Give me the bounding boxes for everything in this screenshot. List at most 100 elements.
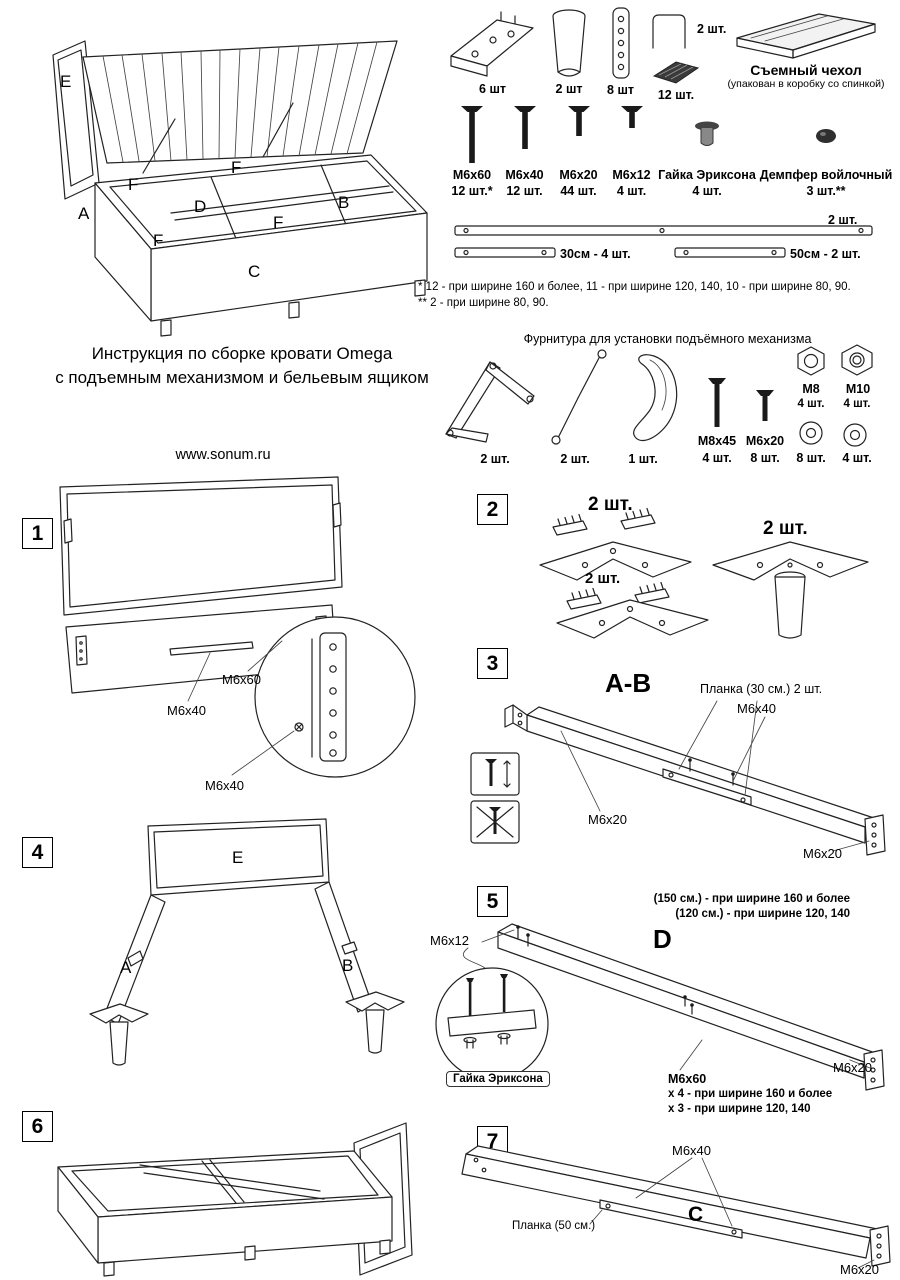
step-2-qty-right: 2 шт. xyxy=(763,518,808,539)
cover-icon xyxy=(736,13,876,59)
strips-drawing xyxy=(454,225,873,258)
bolt-m6x20-icon xyxy=(567,106,590,136)
lift-mechanism-icon xyxy=(445,361,535,443)
nut-m10-label: M10 xyxy=(845,382,871,396)
bolt-m6x12-part: M6x12 4 шт. xyxy=(604,104,659,198)
bolt-m8x45-label: M8x45 xyxy=(697,434,737,448)
strip-30-label: 30см - 4 шт. xyxy=(560,247,631,261)
handle-qty: 2 шт. xyxy=(697,22,727,36)
step-5-label-m6x12: M6x12 xyxy=(430,933,470,948)
bed-isometric-drawing: E F F A D B F F C xyxy=(52,40,428,337)
do-not-fully-tighten-icon xyxy=(470,800,520,844)
step-2-number: 2 xyxy=(477,494,508,525)
step-4-number: 4 xyxy=(22,837,53,868)
damper-part: 12 шт. xyxy=(648,56,704,102)
step-5-number: 5 xyxy=(477,886,508,917)
corner-plate-icon xyxy=(556,599,709,639)
headboard-panel-drawing xyxy=(59,476,343,616)
bolt-m6x60-part: M6x60 12 шт.* xyxy=(443,104,501,198)
bed-label-f1: F xyxy=(128,175,138,194)
leg-part: 2 шт xyxy=(543,8,595,96)
step-6-drawing xyxy=(57,1122,413,1277)
strap-icon xyxy=(633,354,678,442)
step-7-label-m6x20: M6x20 xyxy=(840,1262,880,1277)
leg-icon xyxy=(552,9,586,77)
cover-note: (упакован в коробку со спинкой) xyxy=(727,78,885,90)
erikson-nut-qty: 4 шт. xyxy=(692,184,722,198)
step-3-heading: A-B xyxy=(605,668,652,698)
bolt-m6x12-label: M6x12 xyxy=(612,168,651,182)
page-title-line2: с подъемным механизмом и бельевым ящиком xyxy=(55,367,429,387)
strip-long-qty: 2 шт. xyxy=(828,213,858,227)
bolt-m6x12-qty: 4 шт. xyxy=(616,184,647,198)
step-7-drawing xyxy=(461,1145,891,1269)
corner-bracket-qty: 6 шт xyxy=(479,82,506,96)
magnifier-callout xyxy=(254,616,416,778)
partial-tighten-icon xyxy=(470,752,520,796)
step-3-label-m6x40: M6x40 xyxy=(737,701,777,716)
damper-qty: 12 шт. xyxy=(657,88,695,102)
bed-label-f4: F xyxy=(153,231,163,250)
stud-plate-icon xyxy=(566,587,602,610)
gas-strut-qty: 2 шт. xyxy=(560,452,590,466)
felt-damper-icon xyxy=(816,129,836,143)
plate-part: 8 шт xyxy=(598,5,643,97)
bolt-m6x60-icon xyxy=(461,106,483,163)
step-3-number: 3 xyxy=(477,648,508,679)
step-4-label-a: A xyxy=(120,958,132,977)
corner-plate-with-leg-icon xyxy=(712,541,869,639)
bed-label-e: E xyxy=(60,72,71,91)
strip-50-label: 50см - 2 шт. xyxy=(790,247,861,261)
bolt-m6x60-label: M6x60 xyxy=(452,168,492,182)
felt-damper-label: Демпфер войлочный xyxy=(759,168,893,182)
step-5-label-m6x60: M6x60 xyxy=(668,1072,707,1086)
step-1-label-m6x40-b: M6x40 xyxy=(205,778,245,793)
step-3-label-planka: Планка (30 см.) 2 шт. xyxy=(700,682,823,696)
nut-m10-qty: 4 шт. xyxy=(843,398,871,410)
bolt-m6x20-label: M6x20 xyxy=(559,168,598,182)
lifted-slat-base-drawing xyxy=(82,40,398,174)
bolt-m6x20-lift-label: M6x20 xyxy=(745,434,785,448)
step-5-note-x4: х 4 - при ширине 160 и более xyxy=(668,1088,833,1100)
bed-label-d: D xyxy=(194,197,206,216)
step-5-heading: D xyxy=(653,924,672,954)
step-7-heading: C xyxy=(688,1203,704,1226)
step-3-label-m6x20-right: M6x20 xyxy=(803,846,843,861)
bolt-m6x12-icon xyxy=(620,106,643,128)
step-5-drawing xyxy=(435,923,885,1091)
corner-plate-icon xyxy=(539,541,692,581)
cover-title: Съемный чехол xyxy=(750,62,862,78)
bolt-m6x20-lift-icon xyxy=(756,390,774,421)
foot-rail-drawing xyxy=(461,1145,891,1267)
front-corner-right-with-leg xyxy=(345,991,405,1054)
step-1-label-m6x60: M6x60 xyxy=(222,672,262,687)
bed-label-b: B xyxy=(338,193,349,212)
step-7-label-planka: Планка (50 см.) xyxy=(512,1220,596,1232)
nut-m8-label: M8 xyxy=(802,382,820,396)
washer-4-icon xyxy=(843,423,867,447)
nut-m8-icon xyxy=(797,346,825,376)
damper-icon xyxy=(652,61,700,84)
stud-plate-icon xyxy=(620,507,656,530)
step-1-leader-lines xyxy=(187,640,295,776)
step-1-label-m6x40-a: M6x40 xyxy=(167,703,207,718)
website-link: www.sonum.ru xyxy=(175,447,271,463)
erikson-nut-label: Гайка Эриксона xyxy=(658,168,756,182)
step-5-label-m6x20: M6x20 xyxy=(833,1060,873,1075)
bolt-m8x45-qty: 4 шт. xyxy=(702,451,732,465)
bolt-m6x20-part: M6x20 44 шт. xyxy=(551,104,606,198)
stud-plate-icon xyxy=(634,581,670,604)
step-4-label-b: B xyxy=(342,956,354,975)
washer-4-qty: 4 шт. xyxy=(842,451,872,465)
erikson-nut-icon xyxy=(695,121,719,146)
gas-strut-icon xyxy=(551,349,607,445)
step-2-qty-top: 2 шт. xyxy=(588,494,633,515)
step-3-leader-lines xyxy=(560,700,870,852)
cover-part: Съемный чехол (упакован в коробку со спи… xyxy=(722,8,890,90)
step-5-note-120: (120 см.) - при ширине 120, 140 xyxy=(675,908,850,920)
bed-label-f3: F xyxy=(273,213,283,232)
step-3-label-m6x20-left: M6x20 xyxy=(588,812,628,827)
lift-mechanism-qty: 2 шт. xyxy=(480,452,510,466)
leg-qty: 2 шт xyxy=(555,82,583,96)
step-2-drawing xyxy=(539,507,869,639)
